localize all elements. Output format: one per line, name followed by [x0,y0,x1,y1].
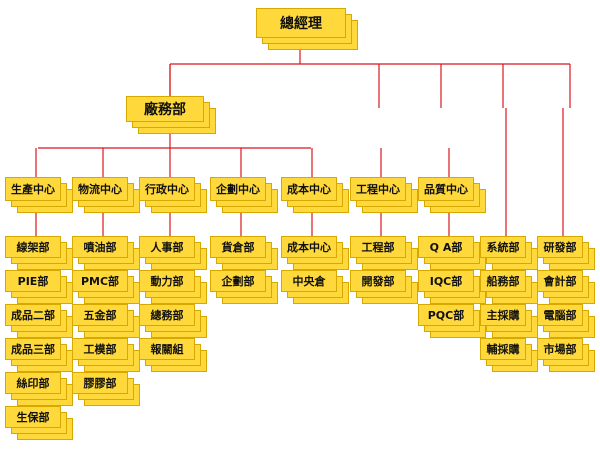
node-label: 研發部 [537,236,583,258]
node-label: 五金部 [72,304,128,326]
node-label: 企劃部 [210,270,266,292]
node-label: 品質中心 [418,177,474,201]
node-label: 工程中心 [350,177,406,201]
node-label: 噴油部 [72,236,128,258]
node-label: 中央倉 [281,270,337,292]
node-label: 人事部 [139,236,195,258]
node-label: 生保部 [5,406,61,428]
node-label: 電腦部 [537,304,583,326]
node-label: PMC部 [72,270,128,292]
node-label: Q A部 [418,236,474,258]
node-label: 會計部 [537,270,583,292]
node-label: 絲印部 [5,372,61,394]
node-label: 企劃中心 [210,177,266,201]
node-label: 物流中心 [72,177,128,201]
connector-lines [35,44,571,236]
node-label: 工模部 [72,338,128,360]
node-label: 總務部 [139,304,195,326]
node-label: 總經理 [256,8,346,38]
node-label: 成品三部 [5,338,61,360]
node-label: 動力部 [139,270,195,292]
node-label: 工程部 [350,236,406,258]
node-label: 成本中心 [281,236,337,258]
node-label: 輔採購 [480,338,526,360]
node-label: IQC部 [418,270,474,292]
node-label: 膠膠部 [72,372,128,394]
node-label: 開發部 [350,270,406,292]
node-label: 報關組 [139,338,195,360]
node-label: 生產中心 [5,177,61,201]
node-label: 成品二部 [5,304,61,326]
node-label: 貨倉部 [210,236,266,258]
node-label: 線架部 [5,236,61,258]
node-label: 系統部 [480,236,526,258]
node-label: 成本中心 [281,177,337,201]
node-label: PQC部 [418,304,474,326]
node-label: 船務部 [480,270,526,292]
node-label: PIE部 [5,270,61,292]
node-label: 行政中心 [139,177,195,201]
node-label: 市場部 [537,338,583,360]
node-label: 主採購 [480,304,526,326]
node-label: 廠務部 [126,96,204,122]
